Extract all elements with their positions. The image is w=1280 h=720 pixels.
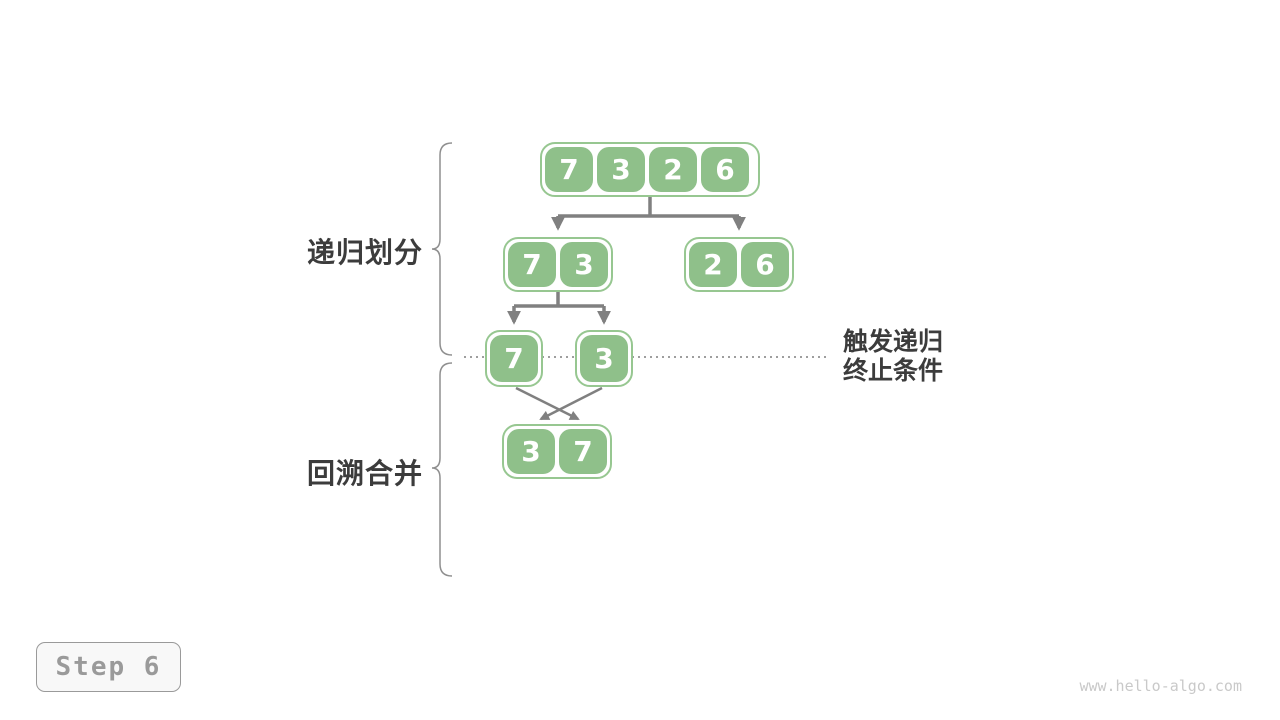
array-cell: 6 [741, 242, 789, 287]
array-level1: 7 3 2 6 [540, 142, 760, 197]
array-cell: 3 [507, 429, 555, 474]
array-cell: 7 [559, 429, 607, 474]
termination-label-line2: 终止条件 [843, 357, 944, 385]
array-merged: 3 7 [502, 424, 612, 479]
array-cell: 3 [597, 147, 645, 192]
array-cell: 3 [560, 242, 608, 287]
termination-label: 触发递归 终止条件 [843, 328, 943, 386]
divide-phase-label: 递归划分 [307, 237, 424, 268]
watermark: www.hello-algo.com [1079, 677, 1242, 695]
split-arrows-level1 [551, 197, 746, 231]
divide-brace [431, 142, 453, 356]
array-cell: 2 [649, 147, 697, 192]
array-cell: 7 [508, 242, 556, 287]
step-badge: Step 6 [36, 642, 181, 692]
array-cell: 7 [490, 335, 538, 382]
array-cell: 3 [580, 335, 628, 382]
array-level3-right: 3 [575, 330, 633, 387]
array-cell: 7 [545, 147, 593, 192]
array-level2-right: 2 6 [684, 237, 794, 292]
array-level2-left: 7 3 [503, 237, 613, 292]
array-level3-left: 7 [485, 330, 543, 387]
merge-phase-label: 回溯合并 [307, 458, 424, 489]
array-cell: 2 [689, 242, 737, 287]
merge-cross-arrows [515, 386, 603, 421]
array-cell: 6 [701, 147, 749, 192]
merge-brace [431, 362, 453, 577]
termination-label-line1: 触发递归 [843, 328, 944, 356]
split-arrows-level2 [507, 292, 611, 325]
